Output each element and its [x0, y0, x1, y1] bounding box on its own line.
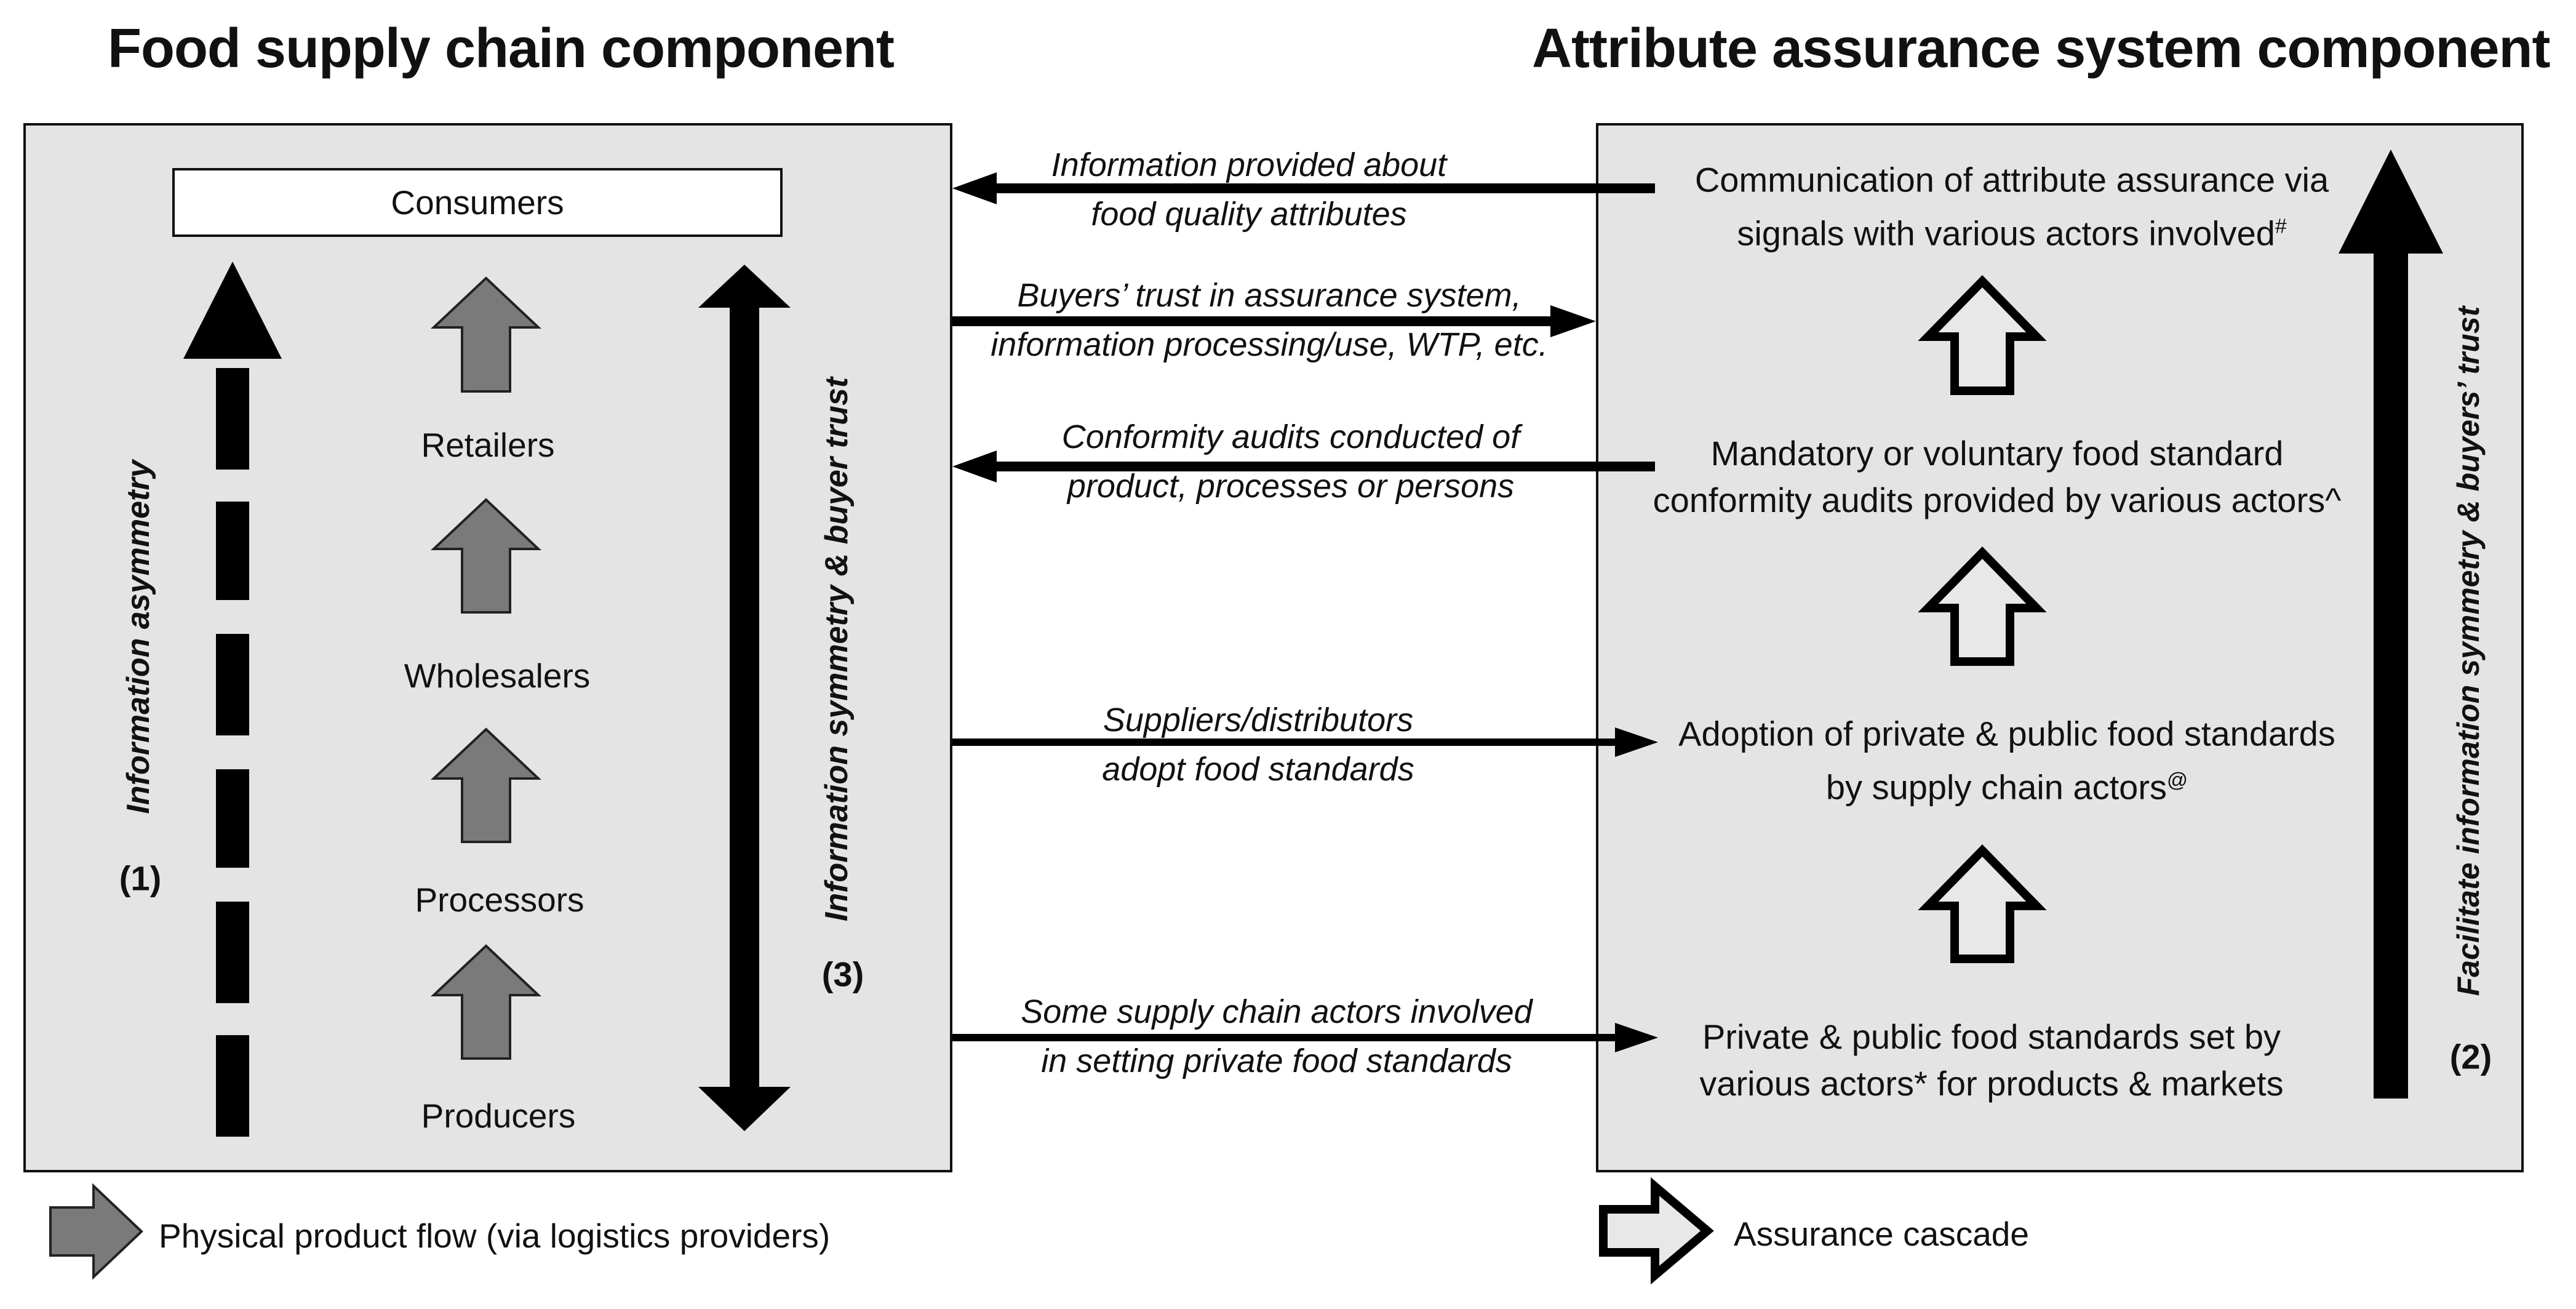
wholesalers-label: Wholesalers — [404, 657, 591, 695]
label-number-2: (2) — [2449, 1037, 2492, 1076]
physical-flow-arrows — [430, 276, 542, 1060]
legend-cascade-arrow-icon — [1599, 1177, 1714, 1285]
gray-arrow-processors-to-wholesalers — [430, 727, 542, 843]
assurance-standards-text: Private & public food standards set by v… — [1699, 1017, 2284, 1103]
flow-label-buyers-trust: Buyers’ trust in assurance system,inform… — [991, 277, 1548, 363]
information-symmetry-label: Information symmetry & buyer trust — [819, 377, 855, 922]
assurance-cascade-arrows — [1918, 274, 2047, 963]
retailers-label: Retailers — [421, 426, 555, 464]
asymmetry-dash-4 — [216, 769, 249, 868]
asymmetry-arrowhead — [183, 262, 282, 359]
information-asymmetry-label: Information asymmetry — [121, 460, 156, 814]
asymmetry-dash-3 — [216, 634, 249, 735]
assurance-adoption-text: Adoption of private & public food standa… — [1678, 714, 2335, 807]
label-number-3: (3) — [821, 955, 864, 994]
processors-label: Processors — [415, 881, 584, 919]
label-number-1: (1) — [119, 859, 162, 898]
right-title: Attribute assurance system component — [1532, 18, 2550, 79]
gray-arrow-retailers-to-consumers — [430, 276, 542, 393]
assurance-communication-text: Communication of attribute assurance via… — [1694, 160, 2329, 253]
arrow-setting-standards — [952, 1023, 1658, 1052]
asymmetry-dash-2 — [216, 502, 249, 600]
connector-arrows — [952, 172, 1658, 1052]
consumers-box: Consumers — [172, 168, 783, 237]
assurance-audits-text: Mandatory or voluntary food standard con… — [1653, 434, 2342, 519]
left-title: Food supply chain component — [108, 18, 895, 79]
arrow-conformity-audits — [952, 450, 1655, 482]
assurance-system-panel — [1596, 123, 2524, 1172]
facilitate-label: Facilitate information symmetry & buyers… — [2451, 306, 2486, 996]
legend-assurance-cascade-label: Assurance cascade — [1734, 1215, 2029, 1253]
information-symmetry-double-arrow — [698, 265, 791, 1131]
gray-arrow-producers-to-processors — [430, 944, 542, 1060]
asymmetry-dash-1 — [216, 368, 249, 470]
gray-arrow-wholesalers-to-retailers — [430, 498, 542, 614]
legend-physical-flow-label: Physical product flow (via logistics pro… — [159, 1217, 831, 1255]
consumers-label: Consumers — [391, 183, 564, 222]
arrow-suppliers-adopt — [952, 727, 1658, 757]
arrow-information-provided — [952, 172, 1655, 204]
information-asymmetry-arrow — [183, 262, 282, 1137]
cascade-arrow-adoption-to-audits — [1918, 546, 2047, 666]
asymmetry-dash-6 — [216, 1035, 249, 1137]
cascade-arrow-audits-to-communication — [1918, 274, 2047, 395]
cascade-arrow-standards-to-adoption — [1918, 844, 2047, 963]
legend-gray-arrow-icon — [49, 1183, 143, 1280]
facilitate-arrow — [2339, 150, 2443, 1099]
asymmetry-dash-5 — [216, 902, 249, 1003]
producers-label: Producers — [421, 1097, 576, 1135]
arrow-buyers-trust — [952, 305, 1596, 337]
